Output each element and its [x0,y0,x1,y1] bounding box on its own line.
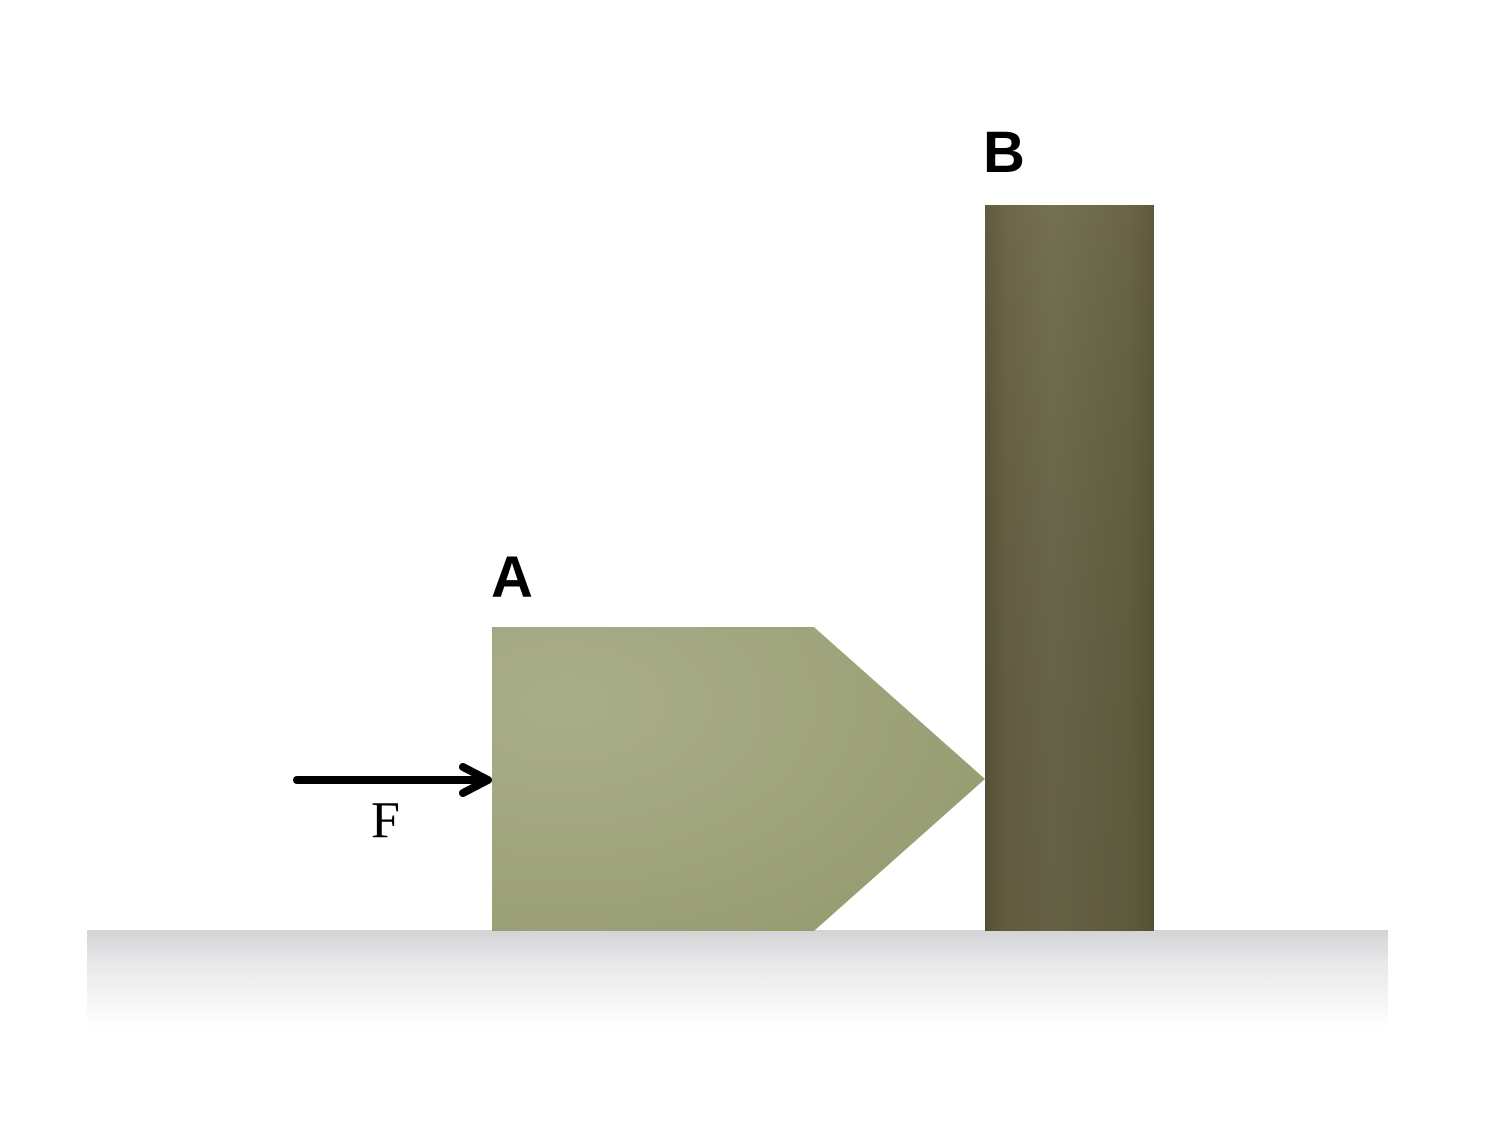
block-b-label: B [983,120,1025,185]
block-a-label: A [491,545,533,610]
right-arrow-icon [293,763,492,797]
ground-surface [87,930,1388,1030]
force-label: F [371,792,400,849]
block-b [985,205,1154,931]
block-a [492,627,985,931]
